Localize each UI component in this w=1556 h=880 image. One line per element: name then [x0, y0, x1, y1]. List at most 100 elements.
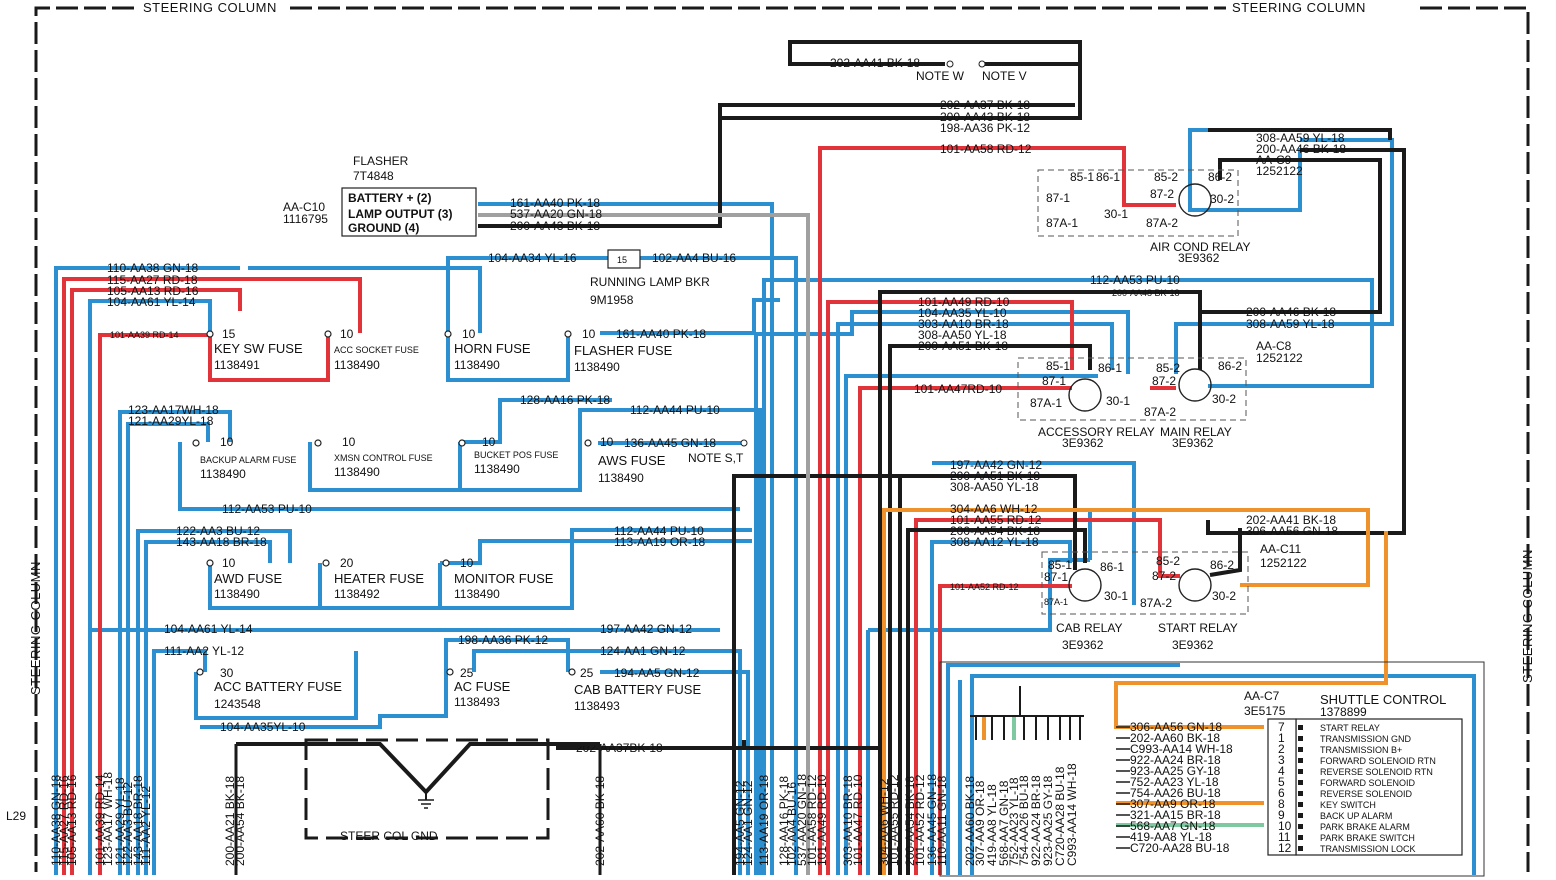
bottom-wire-label: 307-AA9 OR-18 [973, 780, 987, 866]
fuse-name: AWS FUSE [598, 453, 666, 468]
wire-l8: 112-AA44 PU-10 [630, 403, 720, 417]
bottom-wire-label: 200-AA21 BK-18 [223, 776, 237, 866]
main-relay-coil [1178, 368, 1212, 402]
fuse-flasher: 10 FLASHER FUSE 1138490 [574, 327, 673, 374]
shuttle-pin-number: 6 [1278, 786, 1285, 800]
bottom-wire-label: 105-AA13 RD-16 [65, 774, 79, 866]
top-wire-2: 200-AA43 BK-18 [940, 110, 1030, 124]
shuttle-function: FORWARD SOLENOID [1320, 778, 1416, 788]
aircond-relay-part: 3E9362 [1178, 251, 1220, 265]
running-lamp-amp: 15 [617, 255, 627, 265]
aircond-relay-name: AIR COND RELAY [1150, 240, 1250, 254]
start-conn: AA-C11 [1260, 542, 1301, 556]
top-wire-4: 101-AA58 RD-12 [940, 142, 1032, 156]
relay-wire: 200-AA51 BK-18 [950, 469, 1040, 483]
fuse-name: ACC BATTERY FUSE [214, 679, 342, 694]
pin-label: 87-1 [1044, 570, 1068, 584]
shuttle-wire-label: 568-AA7 GN-18 [1130, 819, 1216, 833]
aircond-conn-wire-2: 200-AA46 BK-18 [1256, 142, 1346, 156]
shuttle-pin-number: 10 [1278, 819, 1292, 833]
gray-wire [478, 213, 810, 875]
wire-l12: 143-AA18 BR-18 [176, 535, 267, 549]
fuse-part: 1138490 [214, 587, 260, 601]
fuse-name: XMSN CONTROL FUSE [334, 453, 433, 463]
accessory-relay-coil [1068, 378, 1102, 412]
bottom-wire-label: 124-AA1 GN-12 [741, 780, 755, 866]
cab-start-relays: 85-1 86-1 87-1 87A-1 30-1 85-2 86-2 87-2… [1041, 513, 1338, 652]
shuttle-function: REVERSE SOLENOID RTN [1320, 767, 1433, 777]
fuse-terminals [192, 330, 592, 676]
start-conn-wire-1: 202-AA41 BK-18 [1246, 513, 1336, 527]
wire-l3: 105-AA13 RD-16 [107, 284, 199, 298]
shuttle-wire-label: 202-AA60 BK-18 [1130, 731, 1220, 745]
pin-label: 87-1 [1046, 191, 1070, 205]
pin-label: 86-2 [1208, 170, 1232, 184]
bottom-wire-label: 101-AA39 RD-14 [93, 774, 107, 866]
note-st: NOTE S,T [688, 451, 744, 465]
bottom-wire-label: 752-AA23 YL-18 [1007, 777, 1021, 866]
wire-l4: 104-AA61 YL-14 [107, 295, 196, 309]
accessory-relay-outline [1017, 357, 1247, 421]
fuse-part: 1138490 [598, 471, 644, 485]
wire-l1: 110-AA38 GN-18 [107, 261, 198, 275]
bottom-wire-label: C720-AA28 BU-18 [1053, 766, 1067, 866]
relay-wire: 303-AA10 BR-18 [918, 317, 1009, 331]
bottom-wire-label: 568-AA7 GN-18 [997, 780, 1011, 866]
ground-name: STEER COL GND [340, 829, 438, 843]
shuttle-title: SHUTTLE CONTROL [1320, 692, 1446, 707]
shuttle-function: TRANSMISSION B+ [1320, 745, 1402, 755]
shuttle-module-box [1295, 718, 1463, 856]
bottom-wire-label: 122-AA3 BU-12 [121, 782, 135, 866]
bottom-wire-label: 304-AA6 WH-12 [877, 778, 891, 866]
wire-l6: 121-AA29YL-18 [128, 414, 214, 428]
wire-l15: 104-AA61 YL-14 [164, 622, 253, 636]
fuse-part: 1138490 [454, 587, 500, 601]
fuse-name: MONITOR FUSE [454, 571, 554, 586]
cab-relay-coil [1068, 568, 1102, 602]
frame-title-left: STEERING COLUMN [28, 561, 43, 695]
relay-wire: 101-AA49 RD-10 [918, 295, 1010, 309]
relay-wire: 112-AA53 PU-10 [1090, 273, 1180, 287]
relay-wire: 304-AA6 WH-12 [950, 502, 1038, 516]
pin-label: 85-1 [1048, 558, 1072, 572]
frame-title-top-left: STEERING COLUMN [143, 0, 277, 15]
shuttle-pin-block [1267, 718, 1297, 856]
pin-label: 87A-1 [1044, 597, 1068, 607]
steering-column-frame [34, 6, 1530, 872]
fuse-key-sw: 15 KEY SW FUSE 1138491 [214, 327, 303, 372]
fuse-name: BACKUP ALARM FUSE [200, 455, 296, 465]
shuttle-pin-marker [1298, 791, 1303, 796]
shuttle-function: START RELAY [1320, 723, 1380, 733]
relay-wire-labels: 112-AA53 PU-10 200-AA48 BK-18 101-AA49 R… [914, 273, 1180, 592]
shuttle-pin-number: 11 [1278, 830, 1291, 844]
fuse-part: 1138491 [214, 358, 260, 372]
wire-l10: 112-AA53 PU-10 [222, 502, 312, 516]
pin-label: 86-2 [1210, 558, 1234, 572]
accessory-relay-name: ACCESSORY RELAY [1038, 425, 1155, 439]
running-lamp-body [607, 249, 641, 269]
frame-title-top-right: STEERING COLUMN [1232, 0, 1366, 15]
running-lamp-name: RUNNING LAMP BKR [590, 275, 710, 289]
pin-label: 30-2 [1212, 589, 1236, 603]
black-wires [478, 40, 1406, 875]
fuse-name: FLASHER FUSE [574, 343, 673, 358]
shuttle-wire-label: 923-AA25 GY-18 [1130, 764, 1221, 778]
fuse-acc-socket: 10 ACC SOCKET FUSE 1138490 [334, 327, 419, 372]
running-lamp-part: 9M1958 [590, 293, 634, 307]
fuse-part: 1138490 [454, 358, 500, 372]
pin-label: 87-1 [1042, 374, 1066, 388]
shuttle-wire-label: 306-AA56 GN-18 [1130, 720, 1222, 734]
shuttle-function: PARK BRAKE ALARM [1320, 822, 1410, 832]
bottom-wire-label: 102-AA4 BU-16 [785, 782, 799, 866]
fuse-amp: 10 [220, 435, 234, 449]
bottom-wire-label: 200-AA54 BK-18 [233, 776, 247, 866]
aircond-relay-outline [1037, 169, 1239, 237]
fuse-amp: 20 [340, 556, 354, 570]
shuttle-pin-number: 2 [1278, 742, 1285, 756]
flasher-body [341, 187, 477, 237]
fuse-amp: 10 [482, 435, 496, 449]
